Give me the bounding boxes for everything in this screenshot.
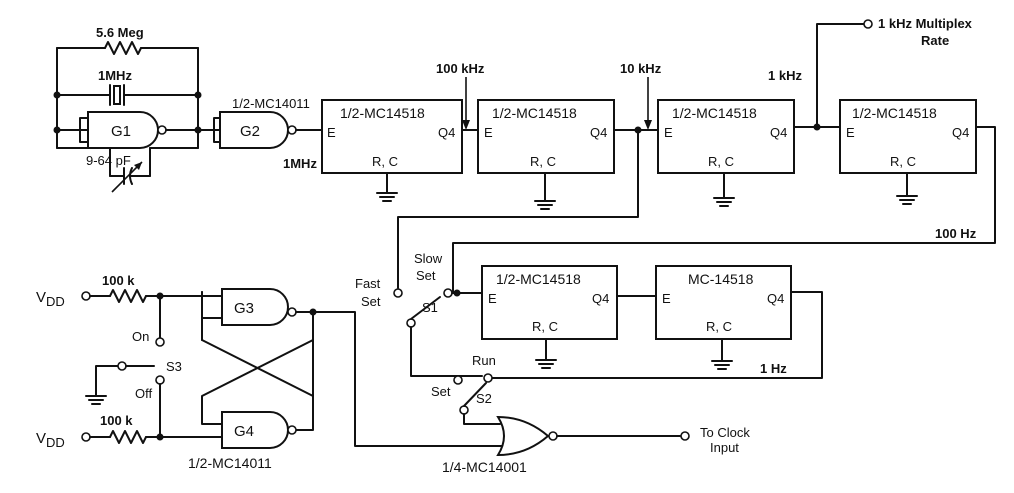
counter-2 [477,99,615,174]
counter-chain: 1/2-MC14518 E Q4 R, C 1/2-MC14518 E Q4 R… [321,16,996,293]
gate-g4 [221,411,289,449]
counter-3-rc: R, C [708,154,734,169]
counter-3-part: 1/2-MC14518 [672,105,757,121]
run-label: Run [472,353,496,368]
crystal-label: 1MHz [98,68,132,83]
fast-label: Fast [355,276,381,291]
off-label: Off [135,386,152,401]
counter-2-rc: R, C [530,154,556,169]
nor-gate [496,415,550,457]
counter-2-enable: E [484,125,493,140]
counter-2-q4: Q4 [590,125,607,140]
slow-fast-set-section: Fast Set Slow Set S1 1/2-MC14518 E Q4 R,… [355,251,823,379]
slow-set-label: Set [416,268,436,283]
counter-5-rc: R, C [532,319,558,334]
counter-1-rc: R, C [372,154,398,169]
latch-part: 1/2-MC14011 [188,455,272,471]
counter-1-part: 1/2-MC14518 [340,105,425,121]
on-label: On [132,329,149,344]
gate-g3 [221,288,289,326]
counter-1-q4: Q4 [438,125,455,140]
clock-output-line2: Input [710,440,739,455]
switch-s3-pole[interactable] [117,361,127,371]
counter-6-q4: Q4 [767,291,784,306]
resistor-5p6meg [104,41,142,55]
counter-4-q4: Q4 [952,125,969,140]
mux-rate-line2: Rate [921,33,949,48]
vdd-bottom-terminal [81,432,91,442]
on-contact[interactable] [155,337,165,347]
counter-4-rc: R, C [890,154,916,169]
counter-6 [655,265,792,340]
counter-3-q4: Q4 [770,125,787,140]
clock-output-terminal[interactable] [680,431,690,441]
vdd-bottom-label: VDD [36,430,65,450]
resistor-bottom-label: 100 k [100,413,133,428]
slow-label: Slow [414,251,443,266]
counter-6-enable: E [662,291,671,306]
counter-4-part: 1/2-MC14518 [852,105,937,121]
slow-set-contact[interactable] [443,288,453,298]
resistor-top-label: 100 k [102,273,135,288]
freq-1hz: 1 Hz [760,361,787,376]
fast-set-contact[interactable] [393,288,403,298]
counter-6-rc: R, C [706,319,732,334]
counter-5-q4: Q4 [592,291,609,306]
off-contact[interactable] [155,375,165,385]
gate-g3-label: G3 [234,300,254,317]
gate-g1-label: G1 [111,123,131,140]
switch-s2-pole[interactable] [459,405,469,415]
resistor-100k-top [109,289,147,303]
freq-10khz: 10 kHz [620,61,662,76]
counter-6-part: MC-14518 [688,271,754,287]
counter-5-enable: E [488,291,497,306]
oscillator-section: 5.6 Meg 1MHz G1 9-64 pF [53,25,323,193]
gate-g2-part: 1/2-MC14011 [232,96,310,111]
vdd-top-terminal [81,291,91,301]
switch-s2-label: S2 [476,391,492,406]
counter-3 [657,99,795,174]
set-label: Set [431,384,451,399]
nor-part: 1/4-MC14001 [442,459,527,475]
counter-5-part: 1/2-MC14518 [496,271,581,287]
switch-s1-pole[interactable] [406,318,416,328]
counter-1-enable: E [327,125,336,140]
set-contact[interactable] [453,375,463,385]
freq-100hz: 100 Hz [935,226,977,241]
capacitor-label: 9-64 pF [86,153,131,168]
fast-set-label: Set [361,294,381,309]
counter-1 [321,99,463,174]
run-set-section: Run Set S2 [431,353,501,425]
switch-s3-label: S3 [166,359,182,374]
counter-5 [481,265,618,340]
vdd-top-label: VDD [36,289,65,309]
clock-output-line1: To Clock [700,425,750,440]
freq-100khz: 100 kHz [436,61,485,76]
osc-output-freq: 1MHz [283,156,317,171]
gate-g4-label: G4 [234,423,254,440]
counter-3-enable: E [664,125,673,140]
nor-section: To Clock Input 1/4-MC14001 [312,311,750,475]
counter-2-part: 1/2-MC14518 [492,105,577,121]
freq-1khz: 1 kHz [768,68,802,83]
resistor-100k-bottom [109,430,147,444]
gate-g2-label: G2 [240,123,260,140]
resistor-label: 5.6 Meg [96,25,144,40]
crystal [113,85,121,105]
counter-4 [839,99,977,174]
latch-section: VDD 100 k On G3 G4 S3 Off [36,273,317,471]
mux-rate-line1: 1 kHz Multiplex [878,16,973,31]
switch-s1-label: S1 [422,300,438,315]
counter-4-enable: E [846,125,855,140]
run-contact[interactable] [483,373,493,383]
